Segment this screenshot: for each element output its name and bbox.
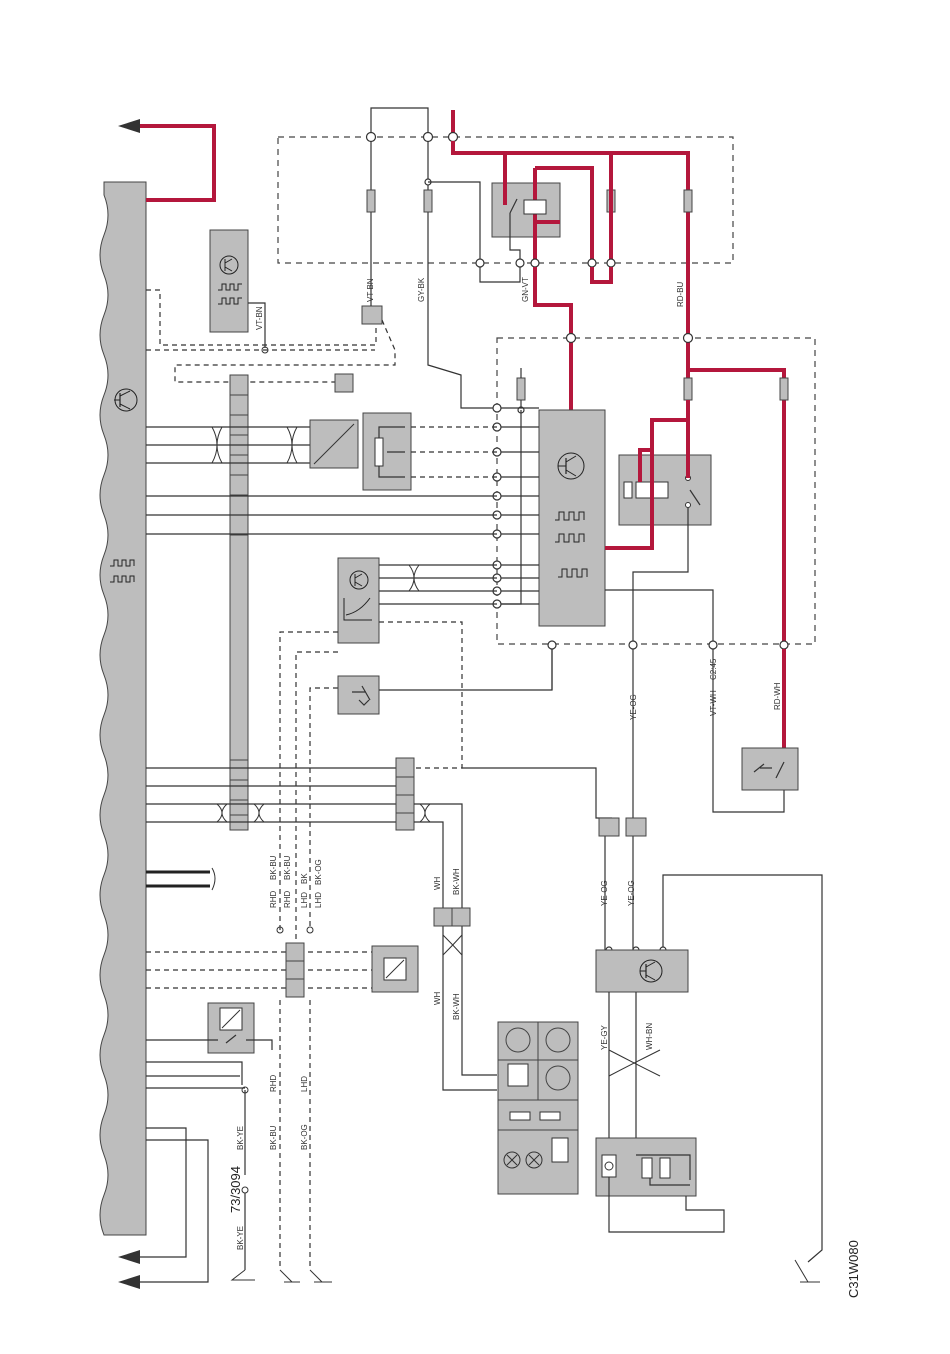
wire-label-wh2: WH (433, 991, 442, 1005)
main-control-module (100, 182, 146, 1235)
wire-label-rd-bu: RD-BU (676, 281, 685, 307)
connector-block (396, 758, 414, 830)
wire-label-bk-ye: BK-YE (236, 1126, 245, 1150)
motor-icon (602, 1155, 616, 1177)
wire-label-lhd2: LHD (314, 892, 323, 908)
connector (626, 818, 646, 836)
wire-label-bk-bu2: BK-BU (283, 855, 292, 880)
switch-module (338, 676, 379, 714)
wire-label-rhd: RHD (269, 890, 278, 908)
bus-connector-strip (230, 375, 248, 830)
twisted-pair-icon (609, 1050, 660, 1076)
wire-label-ye-og-low2: YE-OG (627, 880, 636, 906)
fuse-icon (684, 378, 692, 400)
wire-label-rhd3: RHD (269, 1074, 278, 1092)
connector (362, 306, 382, 324)
fuse-icon (517, 378, 525, 400)
sensor-module-top (210, 230, 248, 332)
wire-label-vt-bn-left: VT-BN (255, 306, 264, 330)
diagram-code: C31W080 (846, 1240, 861, 1298)
wire-label-bk: BK (300, 873, 309, 884)
pulse-signal-icon (218, 284, 242, 290)
wire-label-wh: WH (433, 876, 442, 890)
twisted-pair-icon (443, 935, 462, 955)
connector (599, 818, 619, 836)
wire-label-lhd: LHD (300, 892, 309, 908)
wire-label-gy-bk: GY-BK (417, 277, 426, 302)
wire-label-gn-vt: GN-VT (521, 277, 530, 302)
reference-number: 73/3094 (228, 1166, 243, 1213)
wire-label-rhd2: RHD (283, 890, 292, 908)
wire-label-bk-wh2: BK-WH (452, 993, 461, 1020)
arrow-icon (118, 1275, 140, 1289)
connector (335, 374, 353, 392)
wire-label-rd-wh: RD-WH (773, 682, 782, 710)
central-ecu (539, 410, 605, 626)
wire-label-bk-og3: BK-OG (300, 1124, 309, 1150)
connector-block (286, 943, 304, 997)
wire-label-bk-bu3: BK-BU (269, 1125, 278, 1150)
wire-label-ye-gy: YE-GY (600, 1024, 609, 1050)
arrow-icon (118, 1250, 140, 1264)
arrow-icon (118, 119, 140, 133)
wire-label-bk-bu: BK-BU (269, 855, 278, 880)
fuse-icon (684, 190, 692, 212)
ground-icon (232, 1260, 820, 1282)
fuse-icon (424, 190, 432, 212)
fuse-icon (367, 190, 375, 212)
wire-label-bk-wh: BK-WH (452, 868, 461, 895)
switch-module-right (742, 748, 798, 790)
wire-label-lhd3: LHD (300, 1076, 309, 1092)
wire-label-bk-og: BK-OG (314, 859, 323, 885)
pulse-signal-icon (218, 298, 242, 304)
wire-label-bk-ye2: BK-YE (236, 1226, 245, 1250)
wire-label-wh-bn: WH-BN (645, 1023, 654, 1050)
wire-label-ye-og-low1: YE-OG (600, 880, 609, 906)
fuse-icon (780, 378, 788, 400)
power-feed-wire (140, 126, 214, 200)
